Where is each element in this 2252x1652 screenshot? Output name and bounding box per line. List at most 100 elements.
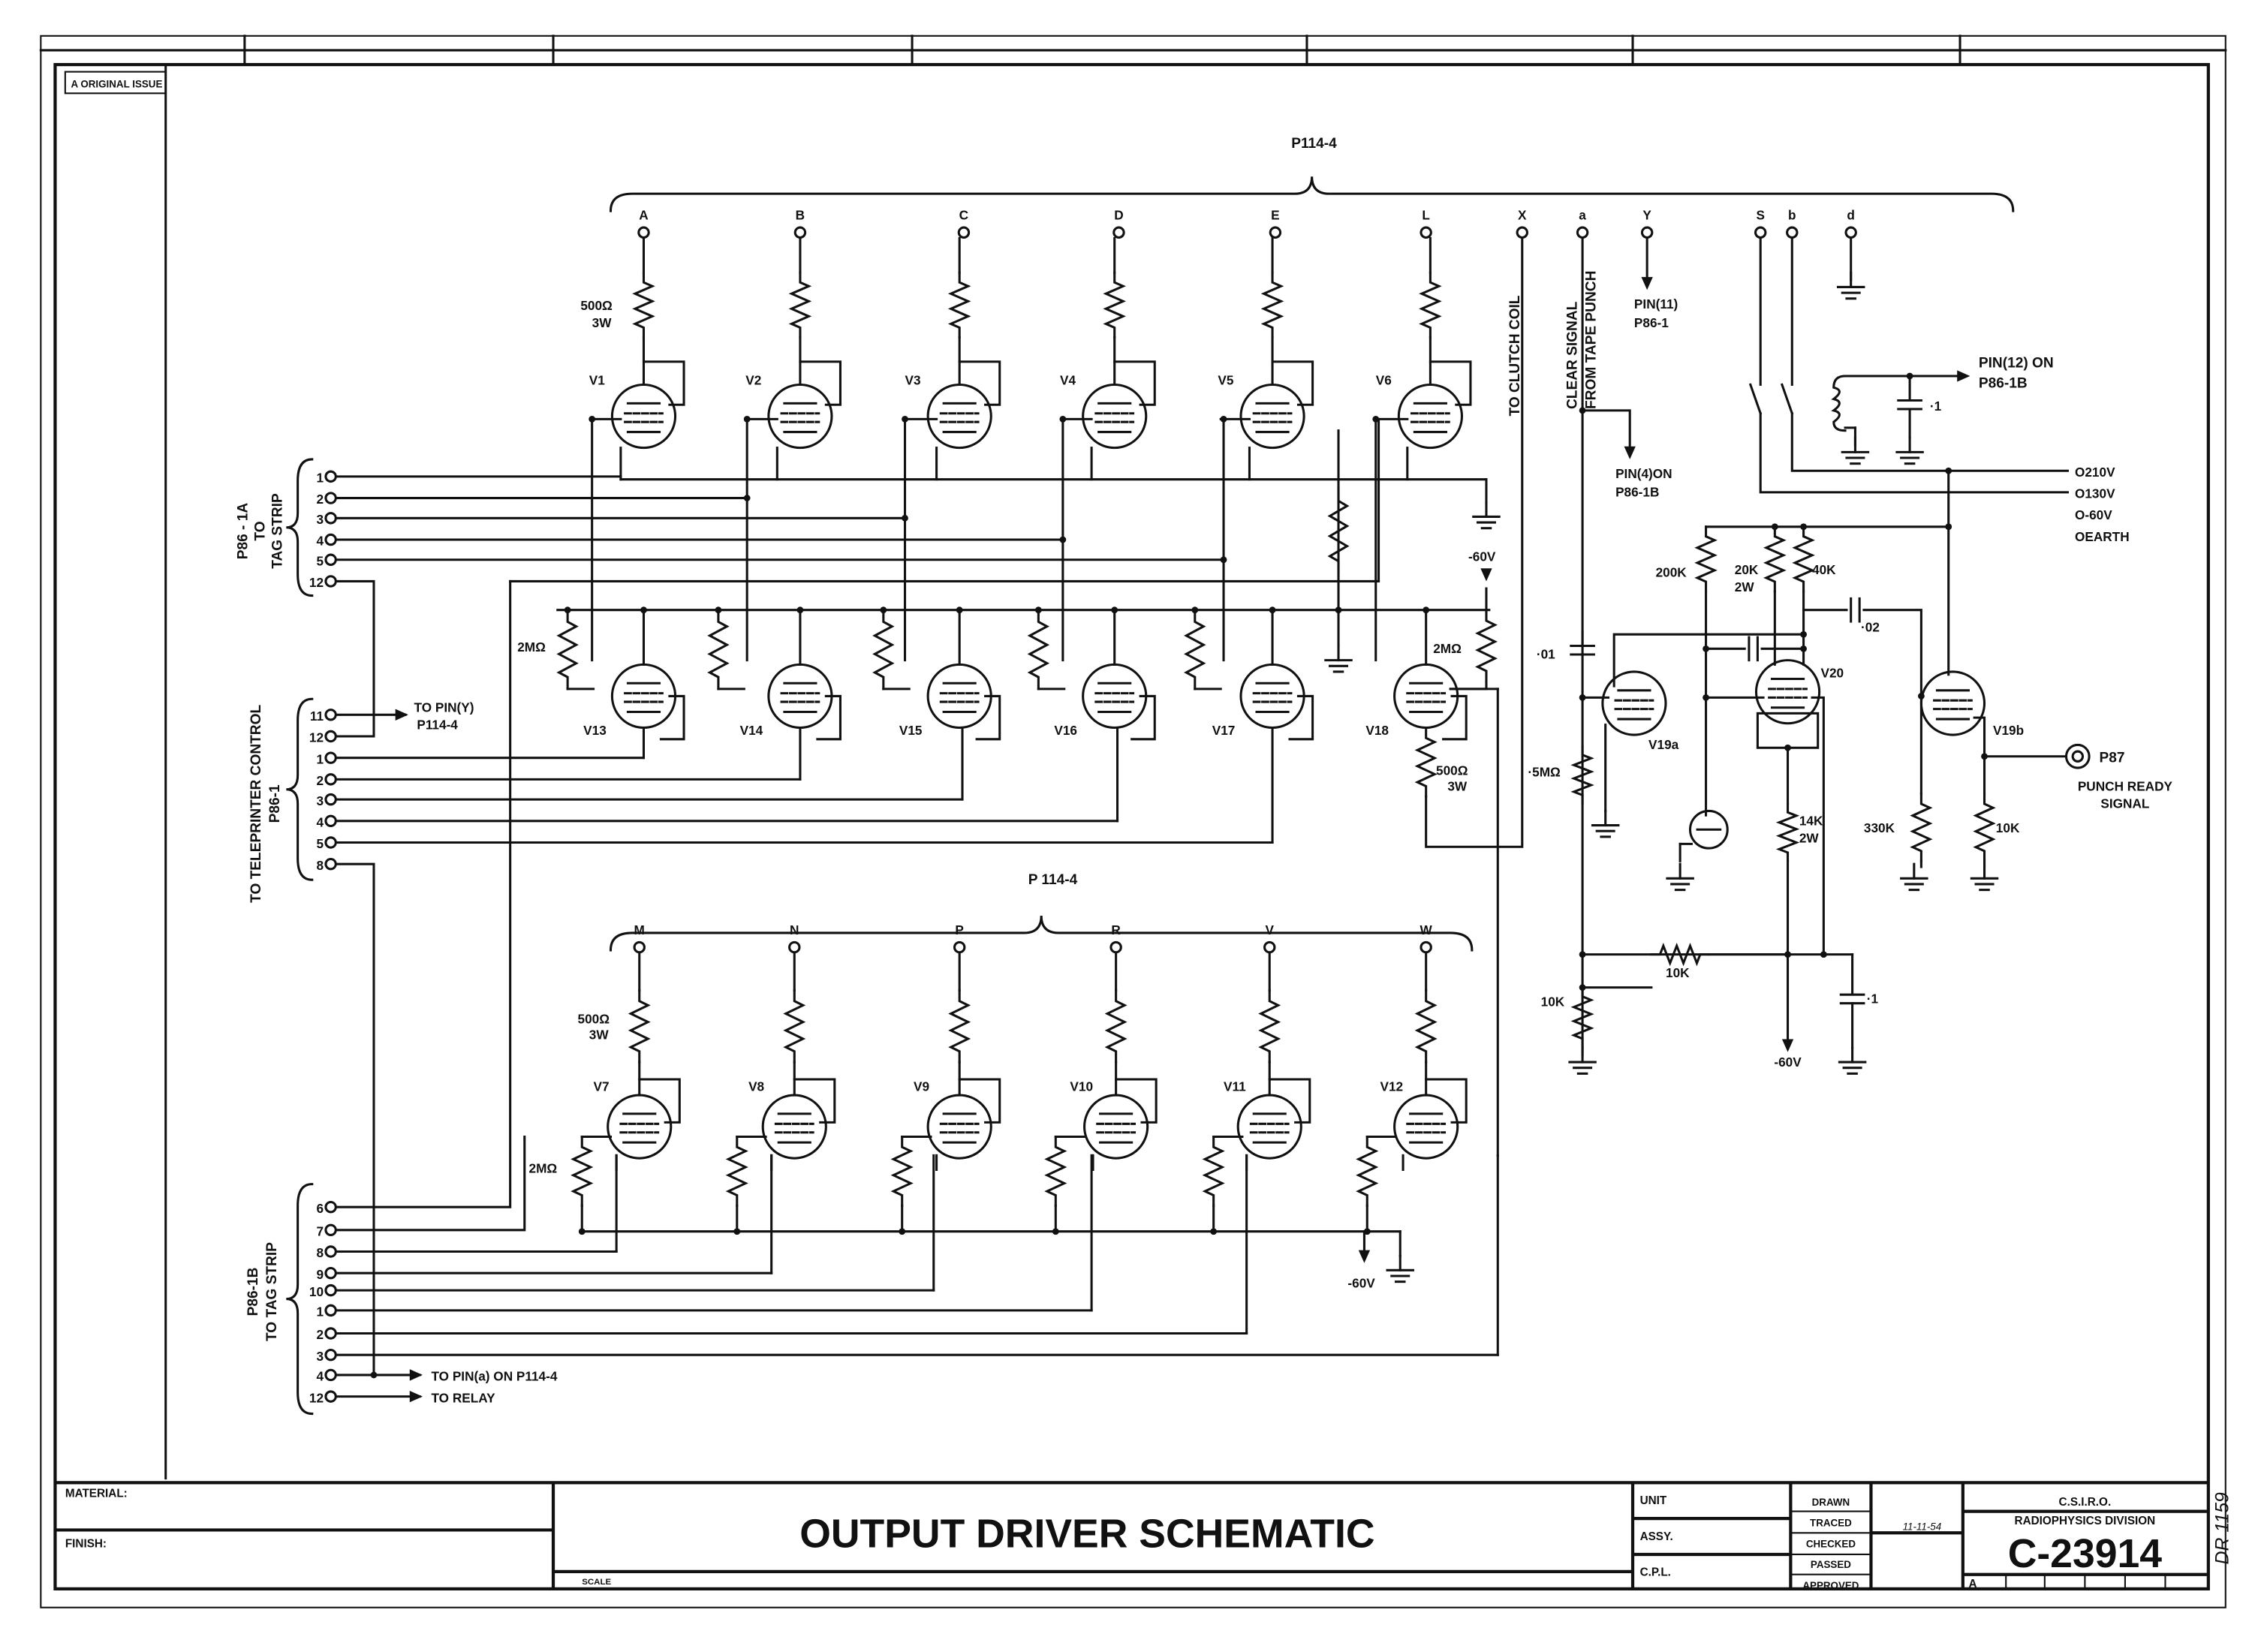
resistor <box>1414 726 1438 798</box>
resistor-label: 3W <box>592 315 613 330</box>
note-label: P86-1 <box>1634 315 1669 330</box>
drawing-frame <box>53 62 2210 1590</box>
traced-date: 11-11-54 <box>1903 1521 1942 1532</box>
wire <box>1862 609 1922 697</box>
pin-label: 12 <box>309 1390 324 1405</box>
terminal-pin <box>324 1200 337 1214</box>
coax-connector-icon <box>2071 750 2085 763</box>
vacuum-tube-icon <box>926 1094 992 1160</box>
junction-dot <box>1269 606 1276 614</box>
tube-label: V1 <box>589 372 605 387</box>
pin-label: 2 <box>316 1327 324 1342</box>
wire <box>335 579 375 738</box>
arrow-icon <box>1358 1250 1371 1263</box>
coax-connector-icon <box>2064 743 2091 769</box>
terminal-pin <box>788 940 801 954</box>
assy-label: ASSY. <box>1640 1530 1673 1543</box>
material-label: MATERIAL: <box>65 1487 128 1500</box>
terminal-pin <box>324 553 337 567</box>
junction-dot <box>956 606 963 614</box>
cathode-link <box>1756 712 1820 749</box>
resistor <box>628 988 651 1064</box>
junction-dot <box>1111 606 1118 614</box>
tube-label: V3 <box>905 372 921 387</box>
arrow-icon <box>409 1369 423 1381</box>
wire <box>642 360 685 406</box>
terminal-pin <box>957 226 971 239</box>
handwritten-reference: DR 1159 <box>2213 1492 2233 1564</box>
terminal-pin <box>324 751 337 764</box>
clear-signal-label: FROM TAPE PUNCH <box>1583 271 1599 409</box>
resistor <box>1419 271 1442 339</box>
junction-dot <box>1945 467 1952 474</box>
wire <box>659 694 685 741</box>
resistor-label: 2MΩ <box>529 1160 558 1175</box>
pin-label: 12 <box>309 575 324 590</box>
tube-label: V2 <box>745 372 761 387</box>
pin-label: 3 <box>316 1349 324 1364</box>
terminal-pin <box>324 533 337 546</box>
junction-dot <box>796 606 804 614</box>
vacuum-tube-icon <box>610 663 677 730</box>
terminal-pin <box>324 1223 337 1237</box>
terminal-pin <box>1420 940 1432 954</box>
junction-dot <box>640 606 647 614</box>
wire <box>1131 694 1156 741</box>
tube-label: V8 <box>748 1079 764 1094</box>
resistor <box>1044 1135 1067 1207</box>
resistor-label: 20K <box>1735 562 1759 577</box>
connector-brace <box>609 176 2015 212</box>
connector-label: P114-4 <box>1291 136 1337 152</box>
pin-label: d <box>1847 208 1855 223</box>
pin-label: 8 <box>316 858 324 873</box>
pin-label: b <box>1788 208 1796 223</box>
wire <box>793 1078 836 1124</box>
tube-label: V10 <box>1070 1079 1093 1094</box>
junction-dot <box>1703 645 1709 652</box>
pin-label: 6 <box>316 1201 324 1216</box>
revision-letter: A <box>1968 1578 1977 1590</box>
vacuum-tube-icon <box>1393 663 1459 730</box>
wire <box>1790 412 2069 472</box>
terminal-pin <box>324 836 337 849</box>
note-label: TO PIN(Y) <box>414 700 474 715</box>
wire <box>1271 360 1314 406</box>
junction-dot <box>589 415 596 423</box>
junction-dot <box>902 415 908 423</box>
organisation-name: C.S.I.R.O. <box>2059 1496 2112 1509</box>
resistor <box>1570 986 1594 1049</box>
pin-label: Y <box>1642 208 1651 223</box>
relay-coil-icon <box>1831 375 1847 432</box>
scale-label: SCALE <box>582 1578 611 1587</box>
terminal-pin <box>324 512 337 525</box>
tube-label: V20 <box>1821 666 1844 681</box>
junction-dot <box>1981 753 1988 760</box>
vacuum-tube-icon <box>767 663 833 730</box>
pin-label: B <box>796 208 805 223</box>
pin-label: 8 <box>316 1245 324 1260</box>
vacuum-tube-icon <box>1239 663 1305 730</box>
resistor-label: 40K <box>1812 562 1836 577</box>
arrow-icon <box>409 1390 423 1403</box>
wire <box>958 360 1001 406</box>
terminal-pin <box>1786 226 1799 239</box>
connector-brace <box>286 697 314 881</box>
resistor-label: 500Ω <box>580 298 613 313</box>
wire <box>1442 694 1468 741</box>
resistor <box>1570 745 1594 805</box>
terminal-pin <box>637 226 650 239</box>
resistor <box>1104 988 1128 1064</box>
wire <box>638 1078 681 1124</box>
terminal-pin <box>324 470 337 483</box>
output-connector-label: P87 <box>2100 750 2125 766</box>
terminal-pin <box>324 1390 337 1403</box>
approval-role-label: CHECKED <box>1806 1538 1856 1549</box>
resistor-label: 10K <box>1541 994 1565 1009</box>
vacuum-tube-icon <box>1393 1094 1459 1160</box>
tube-label: V19b <box>1993 723 2024 738</box>
terminal-pin <box>324 1283 337 1297</box>
supply-terminal-label: O210V <box>2075 465 2115 480</box>
switch-contact <box>1748 383 1763 415</box>
note-label: P114-4 <box>417 717 458 732</box>
